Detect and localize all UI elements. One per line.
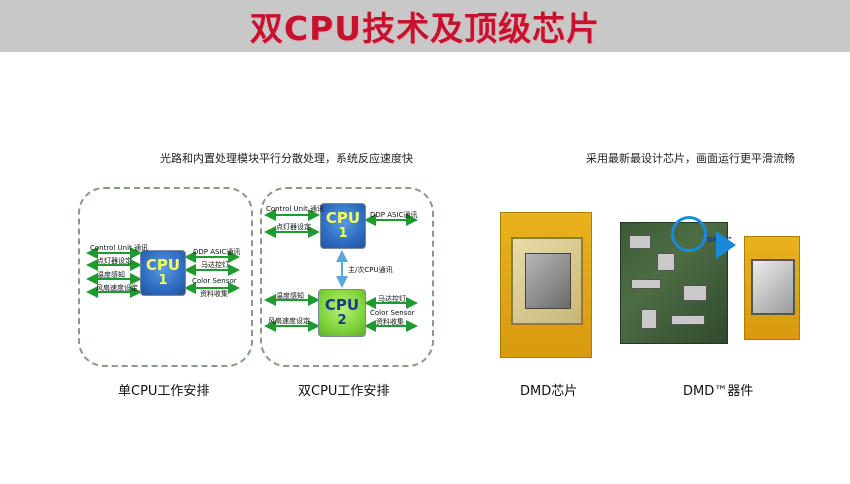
dual-cpu1-text: CPU [325,209,361,228]
dual-cpu2-signal-left-1: 温度感知 [276,292,304,300]
single-signal-left-4: 风扇速度设定 [96,284,138,292]
single-cpu-text: CPU [145,256,181,275]
board-component [631,279,661,289]
dmd-chip-frame [511,237,583,325]
dual-cpu2-signal-right-2: Color Sensor [370,309,415,317]
board-component [641,309,657,329]
title-bar: 双CPU技术及顶级芯片 [0,0,850,52]
right-arrow-icon [716,231,736,259]
board-component [629,235,651,249]
board-component [683,285,707,301]
dual-cpu-label: 双CPU工作安排 [298,384,390,399]
dual-cpu1-signal-left-2: 点灯器设定 [276,223,311,231]
dual-cpu2-signal-right-3: 资料收集 [376,318,404,326]
dual-cpu2-number: 2 [337,313,347,329]
circuit-board-image [620,222,728,344]
single-cpu-label: 单CPU工作安排 [118,384,210,399]
single-cpu-number: 1 [158,273,168,289]
dmd-chip-image [500,212,592,358]
single-cpu-chip: CPU 1 [140,250,186,296]
single-signal-right-2: 马达控灯 [201,261,229,269]
dmd-device-image [744,236,800,340]
single-signal-left-1: Control Unit 通讯 [90,244,149,252]
dmd-chip-label: DMD芯片 [520,384,578,399]
dual-cpu1-signal-left-1: Control Unit 通讯 [266,205,325,213]
single-signal-right-1: DDP ASIC通讯 [193,248,241,256]
dual-cpu2-signal-right-1: 马达控灯 [378,295,406,303]
dual-link-label: 主/次CPU通讯 [348,266,393,274]
board-component [657,253,675,271]
dmd-highlight-ring [671,216,707,252]
single-signal-left-3: 温度感知 [97,271,125,279]
dual-cpu2-signal-left-2: 风扇速度设定 [268,317,310,325]
dmd-device-label: DMD™器件 [683,384,754,399]
single-signal-right-3: Color Sensor [192,277,237,285]
board-component [671,315,705,325]
right-caption: 采用最新最设计芯片，画面运行更平滑流畅 [586,152,795,165]
dmd-device-mirror [751,259,795,315]
single-signal-left-2: 点灯器设定 [97,257,132,265]
left-caption: 光路和内置处理模块平行分散处理，系统反应速度快 [160,152,413,165]
dual-cpu1-signal-right-1: DDP ASIC通讯 [370,211,418,219]
dual-cpu2-text: CPU [324,296,360,315]
page-title: 双CPU技术及顶级芯片 [249,9,601,48]
single-signal-right-4: 资料收集 [200,290,228,298]
dual-cpu1-number: 1 [338,226,348,242]
dmd-chip-die [525,253,571,309]
dual-cpu2-chip: CPU 2 [318,289,366,337]
dual-cpu1-chip: CPU 1 [320,203,366,249]
